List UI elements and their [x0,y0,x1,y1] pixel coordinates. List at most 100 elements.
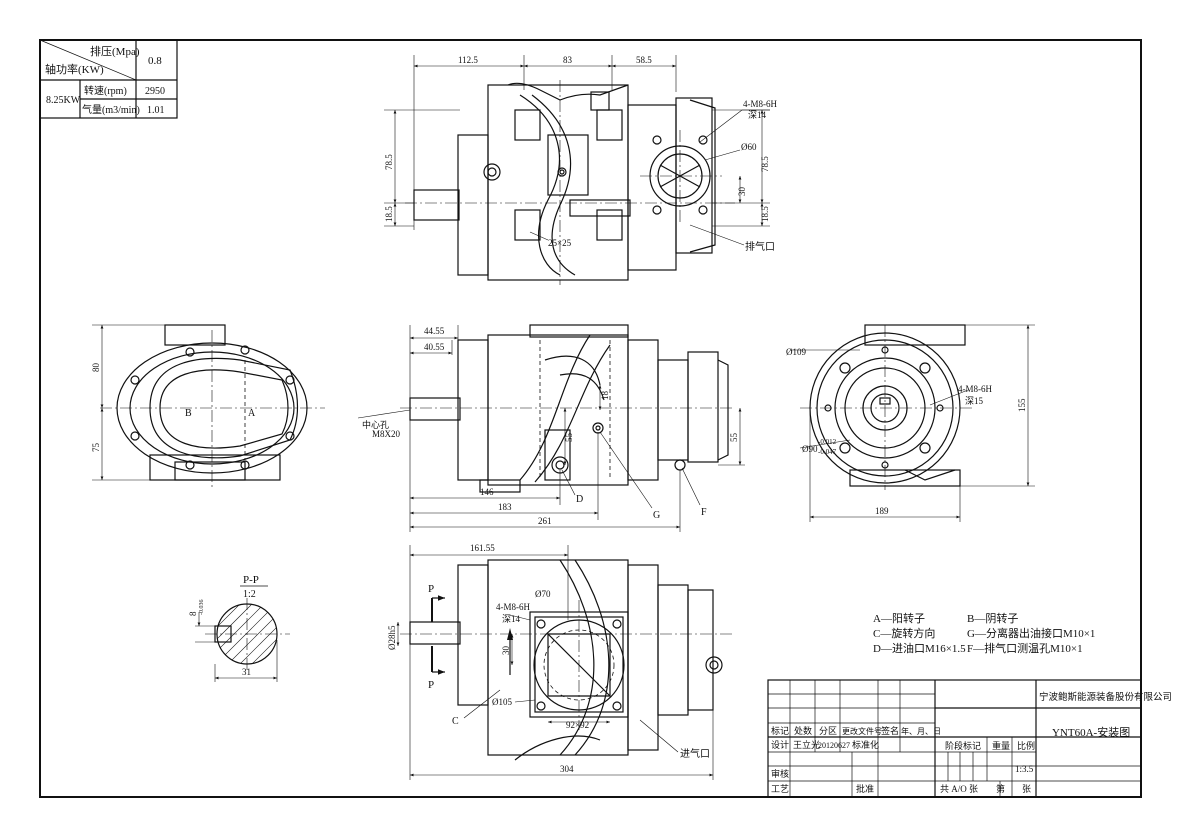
front-dim-18: 18 [600,391,610,401]
front-label-F: F [701,507,707,518]
right-hole-depth: 深15 [965,396,984,406]
front-label-D: D [576,494,583,505]
front-dim-55-b: 55 [729,433,739,443]
top-exhaust-label: 排气口 [745,240,775,253]
top-dia-60: Ø60 [741,142,757,152]
title-design-date: 20120627 [818,741,850,750]
left-dim-75: 75 [91,443,101,453]
right-dia-109: Ø109 [786,347,806,357]
top-dim-83: 83 [563,55,573,65]
right-tol-upper: -0.012 [818,438,837,446]
bottom-dia-70: Ø70 [535,589,551,599]
spec-header-pressure: 排压(Mpa) [90,44,140,58]
top-dim-25x25: 25×25 [548,238,572,248]
section-tol-8: -0.036 [199,600,205,616]
bottom-dim-304: 304 [560,764,574,774]
section-title: P-P [243,574,259,586]
front-view: 44.55 40.55 中心孔 M8X20 18 55 55 [357,324,745,532]
spec-speed-value: 2950 [145,86,165,97]
legend-d: D—进油口M16×1.5 [873,641,966,655]
right-dim-155: 155 [1017,398,1027,412]
front-dim-183: 183 [498,502,512,512]
title-block: 宁波鲍斯能源装备股份有限公司 YNT60A-安装图 标记 处数 分区 更改文件号… [767,679,1172,798]
title-scale-label: 比例 [1017,740,1035,751]
title-sheet-unit: 张 [1022,784,1031,794]
spec-flow-value: 1.01 [147,105,165,116]
bottom-hole-depth: 深14 [502,614,521,624]
top-dim-78-5-right: 78.5 [760,156,770,172]
bottom-label-P-bottom: P [428,679,434,691]
top-dim-112-5: 112.5 [458,55,478,65]
top-hole-spec: 4-M8-6H [743,99,777,109]
title-sheet-no: 第 [996,783,1005,794]
front-dim-146: 146 [480,487,494,497]
bottom-dim-161-55: 161.55 [470,543,495,553]
left-label-A: A [248,408,256,419]
drawing-border [39,39,1142,798]
title-col-sign: 签名 [881,725,899,736]
title-total-sheets: 共 A/O 张 [940,784,978,794]
top-dim-18-5-left: 18.5 [384,206,394,222]
top-dim-78-5-left: 78.5 [384,154,394,170]
title-col-doc: 更改文件号 [842,726,882,736]
title-row-process: 工艺 [771,784,789,794]
legend-f: F—排气口测温孔M10×1 [967,641,1083,655]
left-view: 80 75 B A [91,324,325,488]
top-dim-18-5-right: 18.5 [760,206,770,222]
top-view: 112.5 83 58.5 78.5 18.5 [384,55,777,285]
title-row-design: 设计 [771,739,789,750]
legend-a: A—阳转子 [873,611,925,625]
front-dim-40-55: 40.55 [424,342,445,352]
front-dim-55-a: 55 [564,433,574,443]
front-dim-44-55: 44.55 [424,326,445,336]
front-dim-261: 261 [538,516,552,526]
title-col-zone: 分区 [819,726,837,736]
title-designer: 王立光 [793,739,820,750]
title-scale-value: 1:3.5 [1015,764,1034,774]
right-hole-spec: 4-M8-6H [958,384,992,394]
spec-header-power: 轴功率(KW) [45,62,104,76]
title-col-date: 年、月、日 [901,726,941,736]
title-col-count: 处数 [794,725,812,736]
title-row-approve: 批准 [856,783,874,794]
bottom-dia-28: Ø28h5 [387,625,397,650]
title-row-review: 审核 [771,768,789,779]
bottom-dim-30: 30 [501,646,511,656]
top-dim-58-5: 58.5 [636,55,652,65]
section-scale: 1:2 [243,589,256,600]
title-weight: 重量 [992,740,1010,751]
title-col-mark: 标记 [771,725,789,736]
spec-table: 排压(Mpa) 轴功率(KW) 0.8 8.25KW 转速(rpm) 2950 … [39,39,178,119]
front-label-G: G [653,510,660,521]
spec-power-value: 8.25KW [46,95,81,106]
title-row-standard: 标准化 [852,739,879,750]
left-label-B: B [185,408,192,419]
spec-flow-label: 气量(m3/min) [82,103,140,116]
bottom-dia-105: Ø105 [492,697,512,707]
title-drawing-title: YNT60A-安装图 [1052,725,1130,739]
right-view: Ø109 4-M8-6H 深15 Ø90 -0.012 -0.047 155 1… [786,324,1035,522]
legend-b: B—阴转子 [967,611,1018,625]
top-dim-30: 30 [737,187,747,197]
right-tol-lower: -0.047 [818,448,837,456]
legend-c: C—旋转方向 [873,626,935,640]
title-stage-mark: 阶段标记 [945,740,981,751]
title-company: 宁波鲍斯能源装备股份有限公司 [1039,691,1172,703]
legend-g: G—分离器出油接口M10×1 [967,626,1095,640]
spec-speed-label: 转速(rpm) [84,84,127,97]
bottom-dim-92x92: 92×92 [566,720,589,730]
left-dim-80: 80 [91,363,101,373]
section-dim-8: 8 [188,611,198,616]
right-dim-189: 189 [875,506,889,516]
bottom-label-C: C [452,716,459,727]
bottom-hole-spec: 4-M8-6H [496,602,530,612]
section-dim-31: 31 [242,667,251,677]
spec-pressure-value: 0.8 [148,55,162,67]
bottom-view: 161.55 P P Ø28h5 4-M8-6H 深14 [387,543,735,780]
section-view: P-P 1:2 8 -0.036 31 [188,574,290,682]
top-hole-depth: 深14 [748,110,767,120]
front-center-hole-1: 中心孔 [362,419,389,430]
front-center-hole-2: M8X20 [372,429,401,439]
bottom-label-P-top: P [428,583,434,595]
